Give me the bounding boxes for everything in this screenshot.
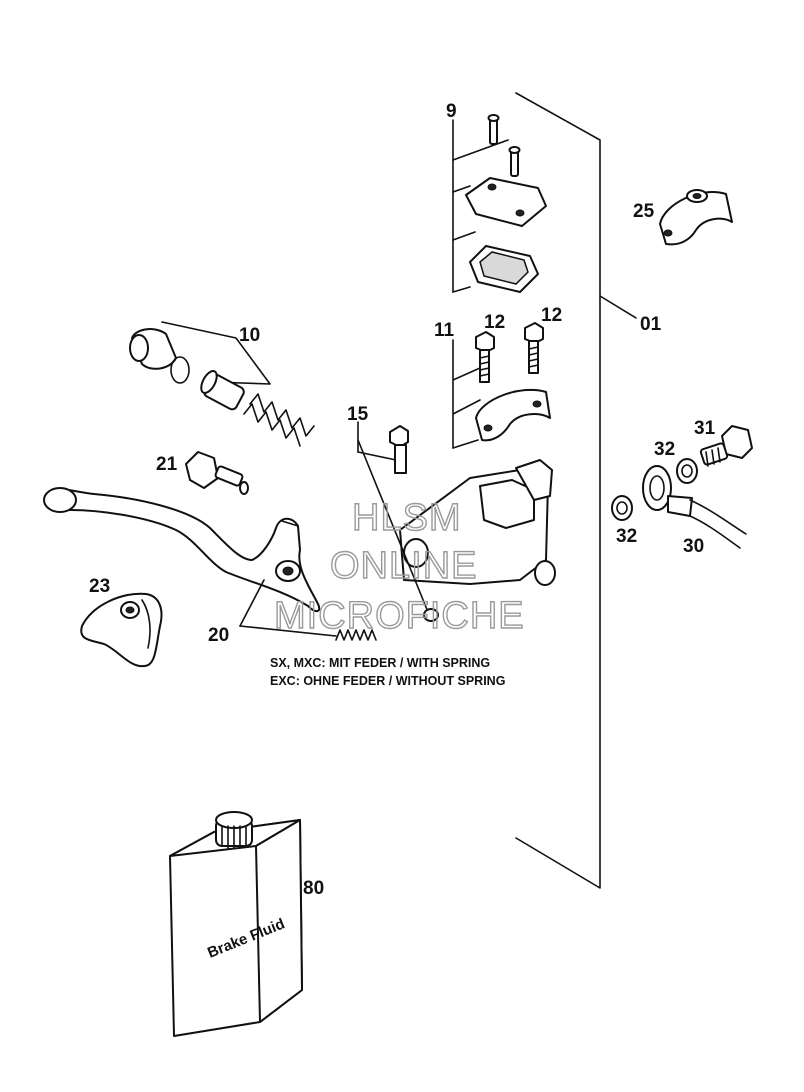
callout-25: 25 xyxy=(633,201,655,222)
snap-ring xyxy=(170,356,190,384)
bolt-12a xyxy=(475,331,495,383)
bolt-12b xyxy=(524,322,544,374)
callout-21: 21 xyxy=(156,454,178,475)
part-31-banjo-bolt xyxy=(699,425,753,467)
watermark: HLSM ONLINE MICROFICHE xyxy=(273,496,525,637)
watermark-line-2: ONLINE xyxy=(330,545,477,587)
watermark-line-1: HLSM xyxy=(352,497,462,539)
callout-32b: 32 xyxy=(616,526,637,547)
callout-10: 10 xyxy=(239,325,260,346)
callout-12a: 12 xyxy=(484,312,505,333)
reservoir-diaphragm xyxy=(469,245,539,293)
piston xyxy=(200,370,245,411)
callout-32a: 32 xyxy=(654,439,675,460)
callout-01: 01 xyxy=(640,314,662,335)
dust-boot xyxy=(129,328,177,370)
callout-15: 15 xyxy=(347,404,369,425)
callout-9: 9 xyxy=(446,101,457,122)
part-80-brake-fluid-container: Brake Fluid xyxy=(169,811,303,1037)
callout-31: 31 xyxy=(694,418,716,439)
callout-12b: 12 xyxy=(541,305,562,326)
callout-20: 20 xyxy=(208,625,229,646)
assembly-bracket-01 xyxy=(515,92,637,889)
part-25-clamp xyxy=(659,189,733,246)
handlebar-clamp xyxy=(475,388,551,442)
part-20-spring xyxy=(239,579,377,641)
screw-9b xyxy=(508,146,521,177)
container-cap xyxy=(215,811,253,849)
part-30-brake-line xyxy=(642,465,747,549)
watermark-line-3: MICROFICHE xyxy=(274,595,525,637)
part-11-12-bolts xyxy=(452,322,544,449)
part-32-washer-lower xyxy=(611,495,633,521)
callout-23: 23 xyxy=(89,576,110,597)
note-without-spring: EXC: OHNE FEDER / WITHOUT SPRING xyxy=(270,674,505,688)
part-32-washer-upper xyxy=(676,458,698,484)
brake-lever xyxy=(43,487,321,612)
piston-spring xyxy=(243,393,315,447)
screw-9a xyxy=(487,114,500,145)
callout-30: 30 xyxy=(683,536,704,557)
part-21-adjuster xyxy=(185,451,249,495)
part-15-pivot-bolt xyxy=(357,421,439,622)
part-23-lever-cover xyxy=(80,592,163,668)
note-with-spring: SX, MXC: MIT FEDER / WITH SPRING xyxy=(270,656,490,670)
part-10-piston-kit xyxy=(129,321,315,447)
part-9-screws xyxy=(452,114,521,293)
callout-11: 11 xyxy=(434,320,455,341)
master-cylinder-body xyxy=(399,459,556,586)
callout-80: 80 xyxy=(303,878,324,899)
reservoir-cover xyxy=(465,177,547,227)
